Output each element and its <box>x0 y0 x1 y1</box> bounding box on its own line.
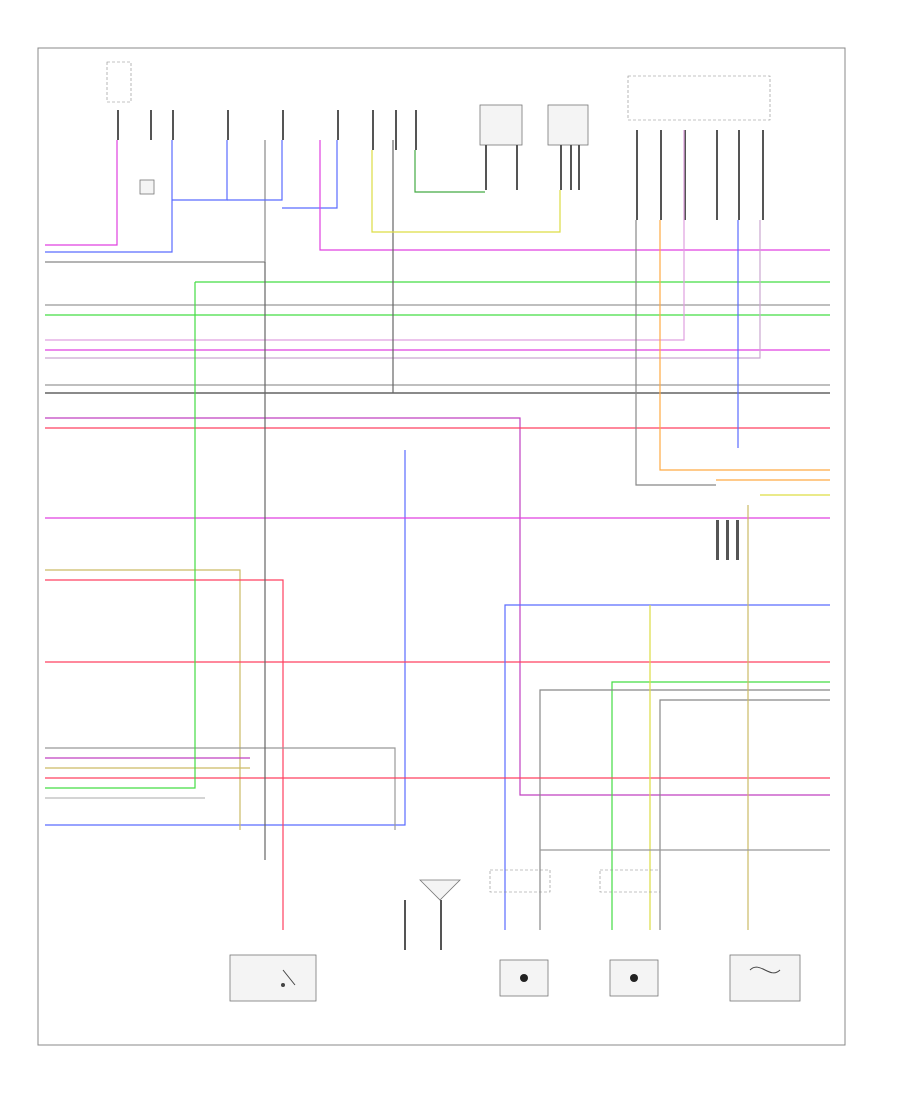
top-left-component <box>106 61 155 195</box>
wires <box>45 130 830 930</box>
top-fuses <box>117 110 417 150</box>
diagram-frame <box>37 47 846 1046</box>
top-center-relay <box>479 104 523 190</box>
top-center-module <box>547 104 589 190</box>
transmission-module <box>716 520 739 560</box>
bottom-left-switch <box>229 954 317 1002</box>
park-lock-solenoid <box>729 954 801 1002</box>
top-right-module <box>627 75 771 220</box>
lamp-right <box>599 869 661 997</box>
lamp-left <box>489 869 551 997</box>
bottom-center-sensor <box>404 879 461 950</box>
